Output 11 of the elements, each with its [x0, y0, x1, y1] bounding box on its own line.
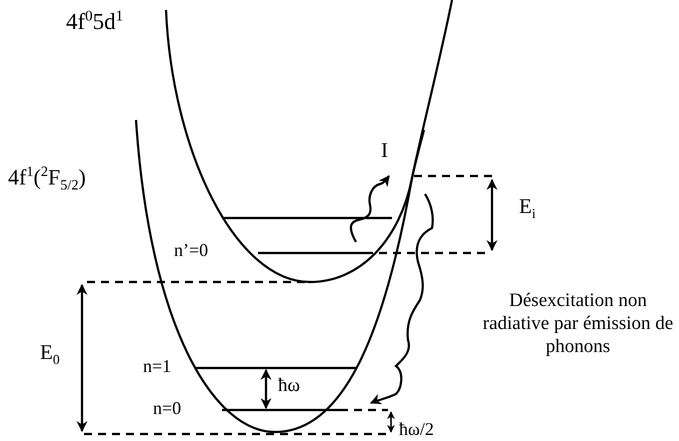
annotation-text: Désexcitation non radiative par émission de phonons	[482, 290, 674, 358]
energy-label: ħω	[278, 375, 300, 398]
energy-label: n=0	[153, 398, 182, 420]
energy-label: 4f$^{0}$5d$^{1}$	[66, 8, 124, 36]
energy-label: n’=0	[174, 240, 208, 262]
energy-label: I	[381, 138, 388, 164]
energy-label: E$_{i}$	[519, 194, 536, 223]
energy-label: n=1	[143, 356, 172, 378]
energy-label: E$_{0}$	[40, 340, 60, 369]
energy-label: ħω/2	[399, 419, 434, 441]
energy-label: 4f$^{1}$($^{2}$F$_{5/2}$)	[8, 164, 86, 195]
